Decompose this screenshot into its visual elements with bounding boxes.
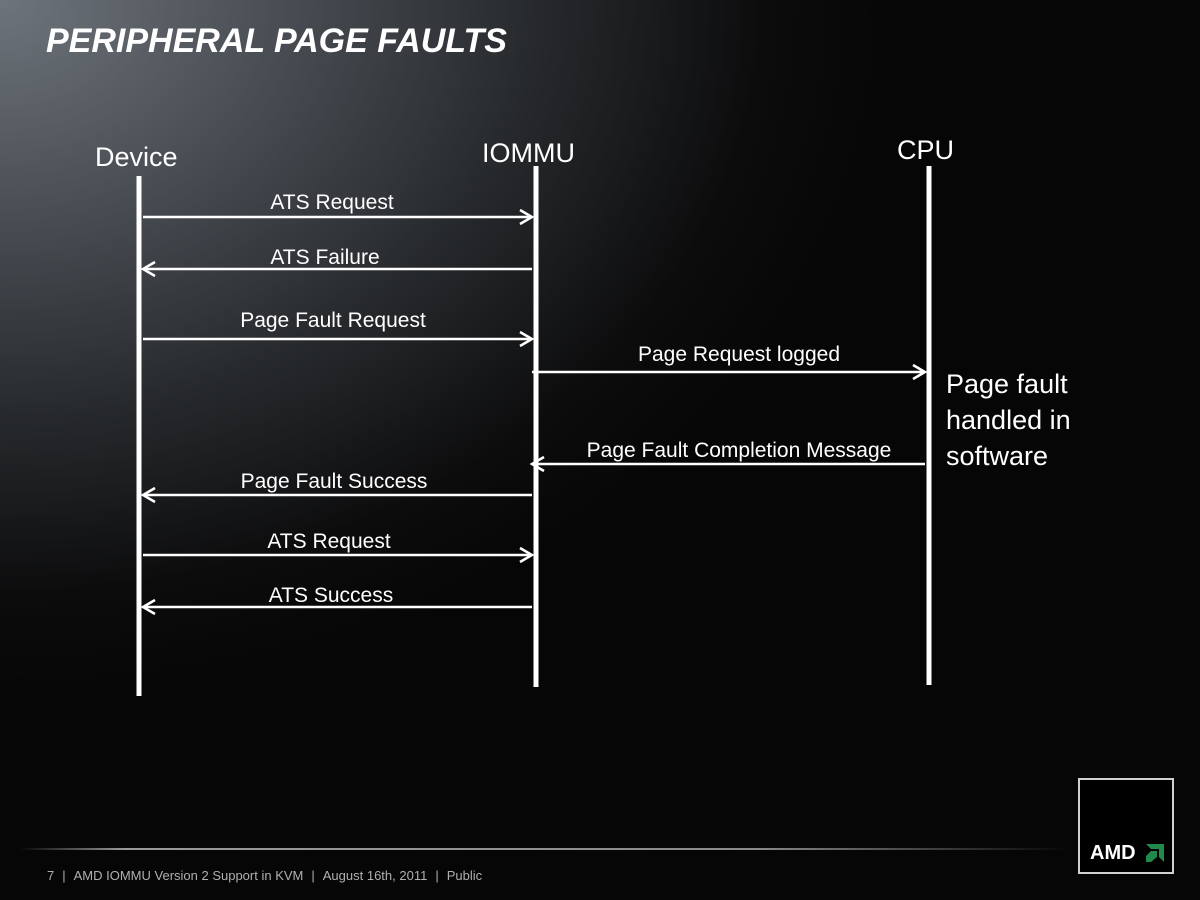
arrowhead-icon bbox=[912, 363, 928, 381]
arrowhead-icon bbox=[519, 546, 535, 564]
arrowhead-icon bbox=[140, 598, 156, 616]
message-arrow bbox=[143, 208, 535, 226]
message-label-page-fault-success: Page Fault Success bbox=[240, 470, 428, 493]
arrowhead-icon bbox=[519, 208, 535, 226]
amd-arrow-icon bbox=[1146, 844, 1164, 862]
arrowhead-icon bbox=[140, 260, 156, 278]
amd-logo: AMD bbox=[1078, 778, 1174, 874]
footer-separator: | bbox=[435, 868, 439, 883]
message-label-page-fault-completion: Page Fault Completion Message bbox=[586, 439, 892, 462]
message-arrow bbox=[143, 546, 535, 564]
slide-title: PERIPHERAL PAGE FAULTS bbox=[46, 22, 507, 60]
actor-iommu: IOMMU bbox=[482, 138, 575, 168]
arrowhead-icon bbox=[519, 330, 535, 348]
message-arrow bbox=[143, 330, 535, 348]
message-label-ats-success: ATS Success bbox=[268, 584, 394, 607]
message-arrow bbox=[140, 486, 532, 504]
arrowhead-icon bbox=[140, 486, 156, 504]
message-label-ats-request-2: ATS Request bbox=[267, 530, 391, 553]
message-arrow bbox=[140, 260, 532, 278]
footer-classification: Public bbox=[446, 868, 483, 883]
footer-separator: | bbox=[62, 868, 66, 883]
message-label-page-fault-request: Page Fault Request bbox=[240, 309, 426, 332]
message-arrow bbox=[532, 363, 928, 381]
footer-page-number: 7 bbox=[47, 868, 55, 883]
footer-date: August 16th, 2011 bbox=[322, 868, 428, 883]
message-arrow bbox=[529, 455, 925, 473]
footer-separator: | bbox=[311, 868, 315, 883]
message-label-page-request-logged: Page Request logged bbox=[638, 343, 840, 366]
cpu-note: Page fault handled in software bbox=[946, 369, 1071, 471]
amd-logo-text: AMD bbox=[1090, 842, 1136, 864]
message-label-ats-request-1: ATS Request bbox=[270, 191, 394, 214]
footer: 7 | AMD IOMMU Version 2 Support in KVM | Aug… bbox=[47, 868, 482, 883]
actor-cpu: CPU bbox=[897, 135, 955, 165]
message-arrow bbox=[140, 598, 532, 616]
arrowhead-icon bbox=[529, 455, 545, 473]
footer-divider bbox=[20, 848, 1070, 850]
actor-device: Device bbox=[95, 142, 178, 172]
footer-presentation-title: AMD IOMMU Version 2 Support in KVM bbox=[73, 868, 304, 883]
message-label-ats-failure: ATS Failure bbox=[270, 246, 380, 269]
